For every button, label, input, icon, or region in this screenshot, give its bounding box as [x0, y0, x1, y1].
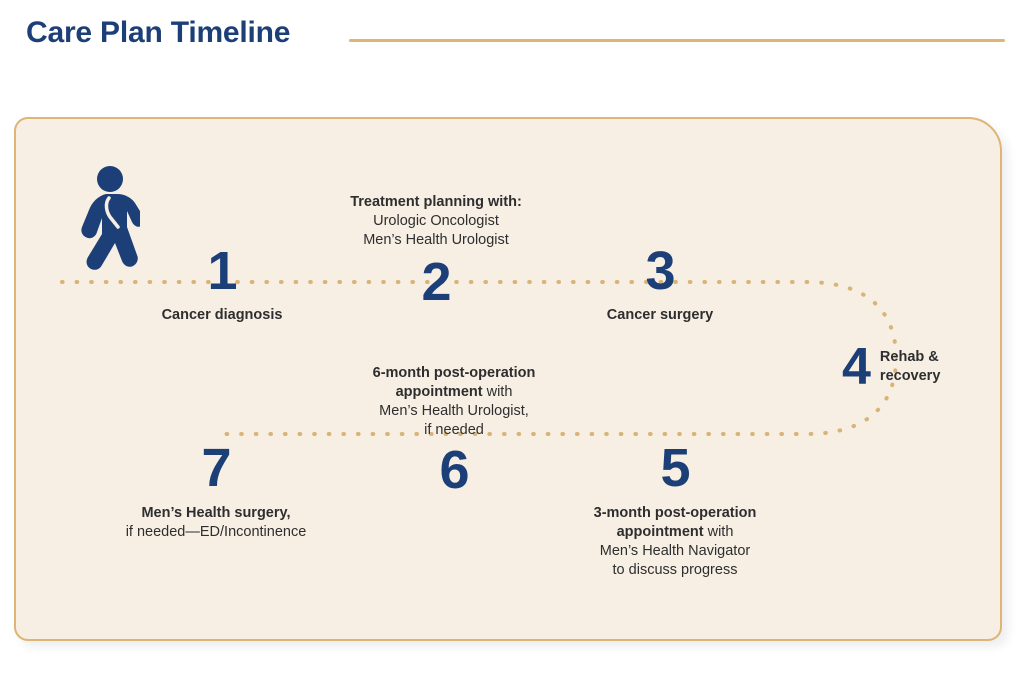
step-6-with: with: [482, 384, 513, 400]
timeline-step-1: 1 Cancer diagnosis: [148, 244, 296, 325]
timeline-step-3: 3 Cancer surgery: [586, 244, 734, 325]
step-1-title: Cancer diagnosis: [161, 307, 283, 323]
step-4-line-2: recovery: [879, 368, 941, 384]
step-3-number: 3: [645, 241, 675, 301]
step-2-line-2: Men’s Health Urologist: [363, 232, 509, 248]
step-3-label: Cancer surgery: [586, 306, 734, 325]
step-7-label: Men’s Health surgery, if needed—ED/Incon…: [80, 504, 352, 542]
step-4-label: Rehab & recovery: [880, 348, 940, 386]
step-5-title-line-1: 3-month post-operation: [593, 505, 757, 521]
step-2-number: 2: [421, 252, 451, 312]
step-5-line-1: Men’s Health Navigator: [599, 543, 751, 559]
step-6-line-2: if needed: [424, 422, 484, 438]
timeline-step-5: 5 3-month post-operation appointment wit…: [540, 441, 810, 580]
timeline-step-7: 7 Men’s Health surgery, if needed—ED/Inc…: [80, 441, 352, 542]
step-6-line-1: Men’s Health Urologist,: [379, 403, 529, 419]
care-plan-timeline-card: 1 Cancer diagnosis Treatment planning wi…: [14, 117, 1002, 641]
step-2-title: Treatment planning with:: [350, 194, 522, 210]
step-7-title: Men’s Health surgery,: [141, 505, 291, 521]
timeline-step-4: 4 Rehab & recovery: [842, 341, 1002, 393]
step-5-line-2: to discuss progress: [612, 562, 738, 578]
step-2-label: Treatment planning with: Urologic Oncolo…: [316, 193, 556, 250]
walking-person-icon: [81, 166, 140, 270]
step-1-label: Cancer diagnosis: [148, 306, 296, 325]
title-divider-rule: [349, 39, 1005, 42]
step-3-title: Cancer surgery: [606, 307, 714, 323]
step-7-line-1: if needed—ED/Incontinence: [125, 524, 307, 540]
step-1-number: 1: [207, 241, 237, 301]
step-6-title-line-2: appointment: [395, 384, 483, 400]
step-2-line-1: Urologic Oncologist: [373, 213, 499, 229]
step-6-number: 6: [439, 440, 469, 500]
page-title: Care Plan Timeline: [26, 16, 291, 49]
step-5-label: 3-month post-operation appointment with …: [540, 504, 810, 580]
step-7-number: 7: [201, 438, 231, 498]
step-5-number: 5: [660, 438, 690, 498]
step-5-with: with: [703, 524, 734, 540]
page-header: Care Plan Timeline: [0, 0, 1024, 92]
step-4-number: 4: [842, 338, 871, 396]
step-5-title-line-2: appointment: [616, 524, 704, 540]
timeline-step-6: 6-month post-operation appointment with …: [334, 364, 574, 497]
step-6-title-line-1: 6-month post-operation: [372, 365, 536, 381]
step-4-line-1: Rehab &: [879, 349, 939, 365]
step-6-label: 6-month post-operation appointment with …: [334, 364, 574, 440]
timeline-step-2: Treatment planning with: Urologic Oncolo…: [316, 193, 556, 309]
